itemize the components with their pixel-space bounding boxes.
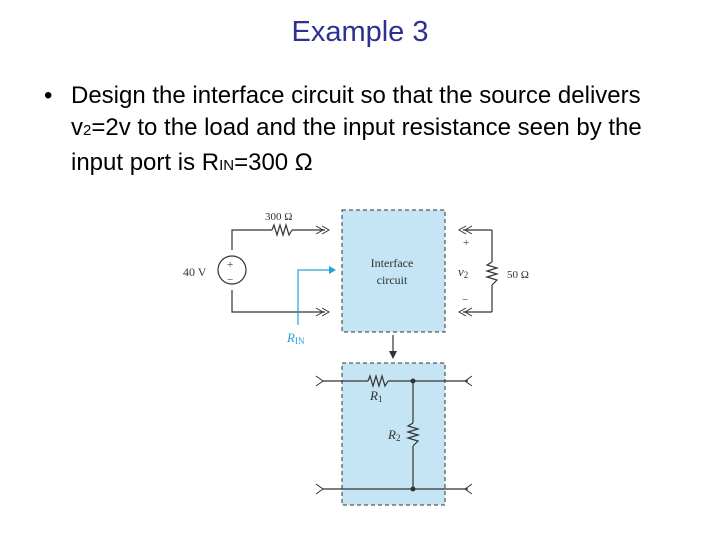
- source-plus-sign: +: [227, 259, 233, 271]
- rin-label: RIN: [286, 330, 305, 346]
- interface-label-line2: circuit: [377, 273, 408, 287]
- expansion-arrow-head: [389, 351, 397, 359]
- r2-label: R2: [387, 427, 400, 443]
- source-minus-sign: −: [227, 274, 233, 286]
- load-resistor-label: 50 Ω: [507, 269, 529, 281]
- source-loop-wires: [231, 229, 493, 313]
- r2-resistor-symbol: [405, 422, 421, 447]
- output-plus-sign: +: [463, 237, 469, 249]
- port-chevrons: [315, 225, 473, 317]
- slide-title: Example 3: [291, 16, 429, 48]
- rin-subscript: IN: [219, 157, 235, 174]
- junction-bottom: [410, 486, 416, 492]
- r1-resistor-symbol: [367, 373, 389, 389]
- bullet-marker: •: [44, 82, 53, 109]
- source-resistor-label: 300 Ω: [265, 211, 292, 223]
- output-minus-sign: −: [462, 294, 468, 306]
- interface-detail-box: [341, 362, 446, 506]
- junction-top: [410, 378, 416, 384]
- detail-circuit-wires: [322, 380, 468, 490]
- rin-arrow-head: [329, 266, 336, 274]
- bullet-text-part1: Design the interface circuit so that the…: [71, 82, 641, 141]
- rin-arrow: [297, 269, 330, 325]
- output-voltage-label: v2: [458, 264, 468, 280]
- interface-box: [341, 209, 446, 333]
- bullet-text-part3: =300 Ω: [234, 149, 313, 176]
- detail-port-chevrons: [315, 375, 473, 495]
- voltage-source-symbol: [217, 255, 247, 285]
- source-voltage-label: 40 V: [183, 265, 207, 279]
- interface-label-line1: Interface: [371, 256, 414, 270]
- load-resistor-symbol: [484, 261, 500, 286]
- v2-subscript: 2: [83, 122, 92, 139]
- source-resistor-symbol: [271, 222, 293, 238]
- r1-label: R1: [369, 388, 382, 404]
- bullet-text: Design the interface circuit so that the…: [71, 80, 681, 182]
- bullet-text-part2: =2v to the load and the input resistance…: [71, 114, 642, 176]
